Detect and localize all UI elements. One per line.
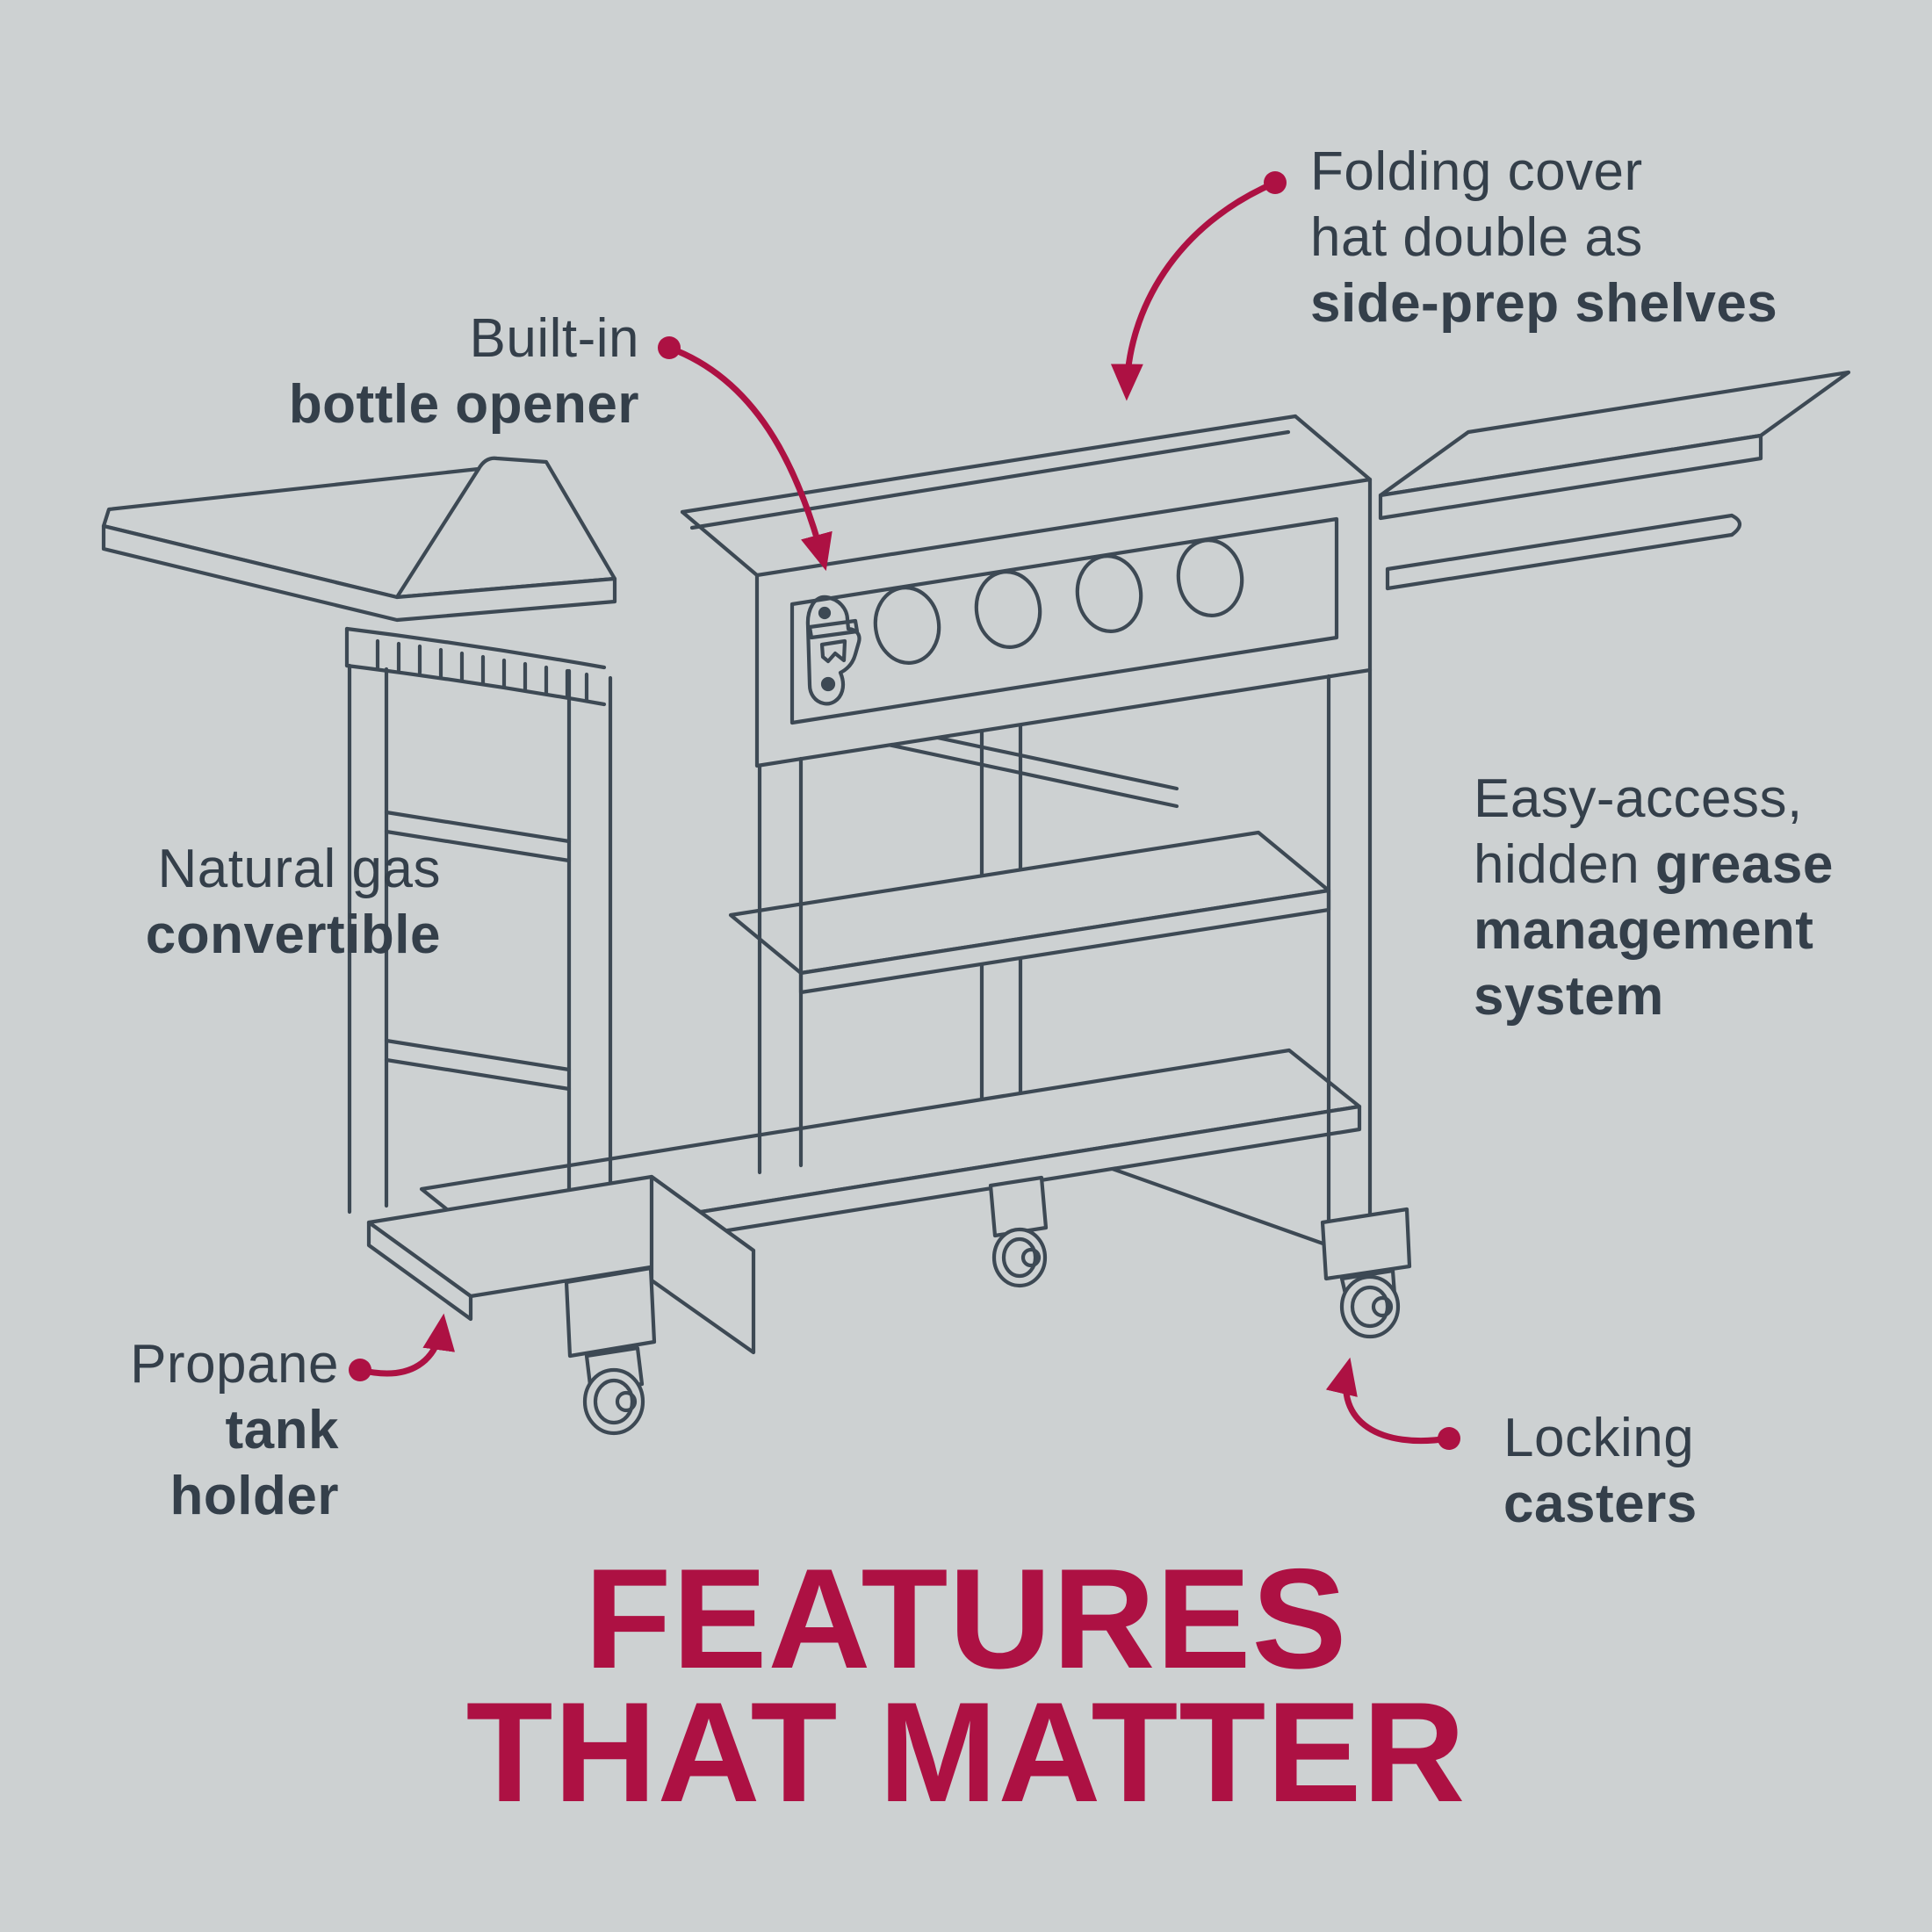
burner-knob (873, 586, 941, 665)
callout-grease-management: Easy-access, hidden grease management sy… (1474, 766, 1930, 1029)
callout-locking-casters: Locking casters (1503, 1405, 1872, 1537)
callout-line-bold: system (1474, 966, 1664, 1027)
callout-line: Easy-access, (1474, 768, 1803, 829)
propane-tank-holder (366, 1174, 756, 1355)
griddle-back-rim (680, 414, 1373, 578)
dot-bottle-opener (658, 336, 681, 359)
callout-propane-holder: Propane tank holder (51, 1331, 339, 1529)
arrow-propane-holder (357, 1313, 456, 1377)
caster-wheel (1339, 1274, 1401, 1339)
towel-bar (1385, 513, 1734, 572)
dot-propane-holder (349, 1359, 371, 1381)
title-line-2: THAT MATTER (465, 1673, 1467, 1832)
callout-line-bold: tank (225, 1400, 339, 1460)
callout-line: hidden (1474, 834, 1655, 895)
callout-line: Built-in (469, 308, 639, 369)
title-line-1: FEATURES (584, 1539, 1348, 1698)
arrow-bottle-opener (666, 344, 833, 572)
burner-knob (1075, 554, 1143, 633)
callout-natural-gas: Natural gas convertible (88, 836, 441, 968)
callout-line-bold: convertible (145, 905, 441, 965)
burner-knob (974, 570, 1042, 649)
callout-line: hat double as (1310, 207, 1643, 268)
bottle-opener-icon (805, 595, 861, 706)
arrow-side-prep-shelves (1110, 179, 1279, 401)
front-left-caster (564, 1265, 657, 1436)
left-leg-frame (344, 626, 613, 1292)
dot-side-prep-shelves (1264, 171, 1287, 194)
cart-wireframe (101, 370, 1851, 1436)
callout-line-bold: bottle opener (288, 374, 639, 435)
callout-line-bold: management (1474, 900, 1814, 961)
middle-shelf (728, 830, 1331, 995)
callout-connectors (349, 171, 1460, 1450)
front-right-caster (1320, 1207, 1412, 1339)
page-title: FEATURES THAT MATTER (0, 1539, 1932, 1832)
callout-line-bold: casters (1503, 1474, 1698, 1534)
callout-line-bold: grease (1654, 834, 1834, 895)
callout-line-bold: holder (169, 1466, 339, 1526)
dot-locking-casters (1438, 1427, 1460, 1450)
control-panel (754, 477, 1373, 768)
callout-line: Locking (1503, 1408, 1695, 1468)
callout-line: Natural gas (157, 839, 441, 899)
callout-line-bold: side-prep shelves (1310, 273, 1778, 334)
callout-line: Folding cover (1310, 141, 1643, 202)
callout-line: Propane (130, 1334, 339, 1395)
burner-knob (1176, 538, 1244, 617)
front-posts (757, 667, 1373, 1225)
arrow-locking-casters (1325, 1357, 1453, 1445)
left-prep-shelf (101, 456, 617, 623)
shelf-fold-crease (394, 466, 481, 600)
vent-rail (344, 626, 607, 670)
callout-line-mixed: hidden grease (1474, 832, 1930, 898)
back-caster (988, 1175, 1049, 1288)
callout-bottle-opener: Built-in bottle opener (220, 306, 639, 437)
right-prep-shelf (1378, 370, 1851, 591)
callout-folding-shelves: Folding cover hat double as side-prep sh… (1310, 139, 1872, 336)
